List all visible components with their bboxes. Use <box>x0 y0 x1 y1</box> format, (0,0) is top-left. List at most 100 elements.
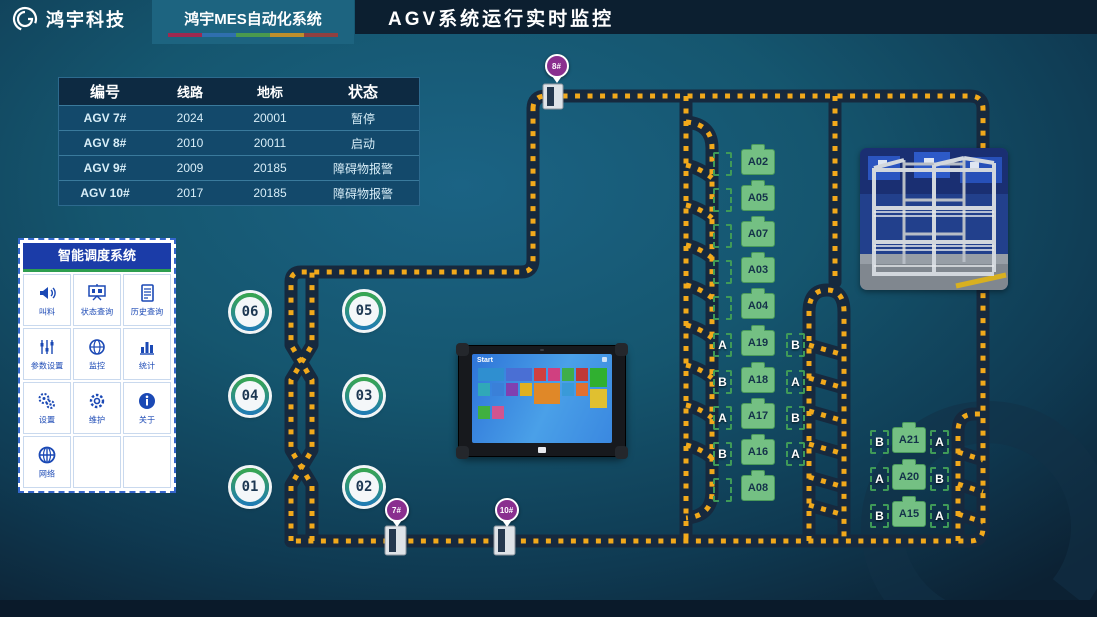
mes-system-box: 鸿宇MES自动化系统 <box>152 0 354 44</box>
panel-item-label: 关于 <box>138 414 156 424</box>
slot-left-A05 <box>713 188 732 212</box>
company-name: 鸿宇科技 <box>46 10 126 30</box>
station-A16: A16 <box>741 434 775 465</box>
agv-id: AGV 7# <box>83 111 127 125</box>
station-label: A19 <box>747 337 769 349</box>
agv-id: AGV 10# <box>80 186 130 200</box>
station-label: A20 <box>898 471 920 483</box>
panel-item-about[interactable]: 关于 <box>123 382 171 434</box>
panel-item-label: 参数设置 <box>30 360 64 370</box>
globe-icon <box>89 338 105 355</box>
panel-item-network[interactable]: 网络 <box>23 436 71 488</box>
track-dashes <box>288 93 986 544</box>
agv-status: 暂停 <box>350 111 375 126</box>
agv-status: 障碍物报警 <box>332 161 393 176</box>
station-A03: A03 <box>741 252 775 283</box>
panel-item-status-query[interactable]: 状态查询 <box>73 274 121 326</box>
slot-right-A16: A <box>786 442 805 466</box>
slot-left-A08 <box>713 478 732 502</box>
panel-item-history-query[interactable]: 历史查询 <box>123 274 171 326</box>
station-A08: A08 <box>741 470 775 501</box>
header-band <box>355 0 1097 34</box>
station-label: A15 <box>898 508 920 520</box>
waypoint-06: 06 <box>231 293 269 331</box>
panel-item-label: 网络 <box>38 468 56 478</box>
agv-landmark: 20185 <box>253 186 287 200</box>
station-A04: A04 <box>741 288 775 319</box>
slot-left-A07 <box>713 224 732 248</box>
station-label: A16 <box>747 446 769 458</box>
pin-tail <box>391 520 402 532</box>
slot-left-A18: B <box>713 370 732 394</box>
pin-tail <box>501 520 512 532</box>
slot-left-A17: A <box>713 406 732 430</box>
agv-route: 2024 <box>176 111 204 125</box>
station-A18: A18 <box>741 362 775 393</box>
agv-pin-10: 10# <box>494 498 519 532</box>
slot-right-A18: A <box>786 370 805 394</box>
agv-id: AGV 8# <box>83 136 127 150</box>
waypoint-label: 01 <box>235 472 265 502</box>
col-header-id: 编号 <box>89 84 120 101</box>
waypoint-label: 04 <box>235 381 265 411</box>
tablet-bumper <box>615 343 628 356</box>
station-label: A18 <box>747 374 769 386</box>
waypoint-label: 06 <box>235 297 265 327</box>
table-row: AGV 10# 2017 20185 障碍物报警 <box>59 180 419 205</box>
panel-item-statistics[interactable]: 统计 <box>123 328 171 380</box>
panel-item-maintenance[interactable]: 维护 <box>73 382 121 434</box>
station-A19: A19 <box>741 325 775 356</box>
tablet-bumper <box>456 446 469 459</box>
slot-left-A02 <box>713 152 732 176</box>
panel-grid: 叫料 状态查询 历史查询 参数设置 监控 统计 <box>23 274 171 488</box>
col-header-status: 状态 <box>347 84 378 101</box>
waypoint-label: 05 <box>349 296 379 326</box>
waypoint-02: 02 <box>345 468 383 506</box>
info-icon <box>139 392 155 409</box>
panel-item-label: 状态查询 <box>80 306 114 316</box>
station-label: A03 <box>747 264 769 276</box>
tablet-camera <box>540 349 544 351</box>
start-label: Start <box>477 357 493 364</box>
pin-tail <box>551 76 562 88</box>
mes-system-name: 鸿宇MES自动化系统 <box>184 10 322 28</box>
start-tiles-right <box>590 368 607 408</box>
panel-accent-line <box>23 269 171 272</box>
network-icon <box>38 446 56 463</box>
slot-left-A19: A <box>713 333 732 357</box>
table-row: AGV 7# 2024 20001 暂停 <box>59 105 419 130</box>
panel-item-label: 维护 <box>88 414 106 424</box>
tablet-bumper <box>456 343 469 356</box>
panel-item-label: 统计 <box>138 360 156 370</box>
panel-item-parameters[interactable]: 参数设置 <box>23 328 71 380</box>
panel-item-label: 设置 <box>38 414 56 424</box>
start-tiles <box>478 368 588 419</box>
station-A05: A05 <box>741 180 775 211</box>
slot-left-A03 <box>713 260 732 284</box>
panel-item-settings[interactable]: 设置 <box>23 382 71 434</box>
waypoint-label: 03 <box>349 381 379 411</box>
panel-item-monitor[interactable]: 监控 <box>73 328 121 380</box>
slot-right-A20: B <box>930 467 949 491</box>
agv-pin-8: 8# <box>544 54 569 88</box>
agv-landmark: 20185 <box>253 161 287 175</box>
station-A02: A02 <box>741 144 775 175</box>
panel-item-label: 叫料 <box>38 306 56 316</box>
dock-gate-top <box>542 83 564 110</box>
table-header-row: 编号 线路 地标 状态 <box>59 78 419 105</box>
col-header-route: 线路 <box>176 85 203 100</box>
table-row: AGV 8# 2010 20011 启动 <box>59 130 419 155</box>
station-label: A07 <box>747 228 769 240</box>
gears-icon <box>38 392 55 409</box>
agv-route: 2009 <box>176 161 204 175</box>
agv-landmark: 20011 <box>253 136 287 150</box>
station-A15: A15 <box>892 496 926 527</box>
slot-right-A15: A <box>930 504 949 528</box>
slot-left-A04 <box>713 296 732 320</box>
panel-item-label: 监控 <box>88 360 106 370</box>
pin-label: 10# <box>494 498 519 522</box>
document-icon <box>141 283 154 302</box>
agv-status-table: 编号 线路 地标 状态 AGV 7# 2024 20001 暂停 AGV 8# … <box>58 77 420 206</box>
panel-item-call[interactable]: 叫料 <box>23 274 71 326</box>
col-header-landmark: 地标 <box>256 85 283 100</box>
